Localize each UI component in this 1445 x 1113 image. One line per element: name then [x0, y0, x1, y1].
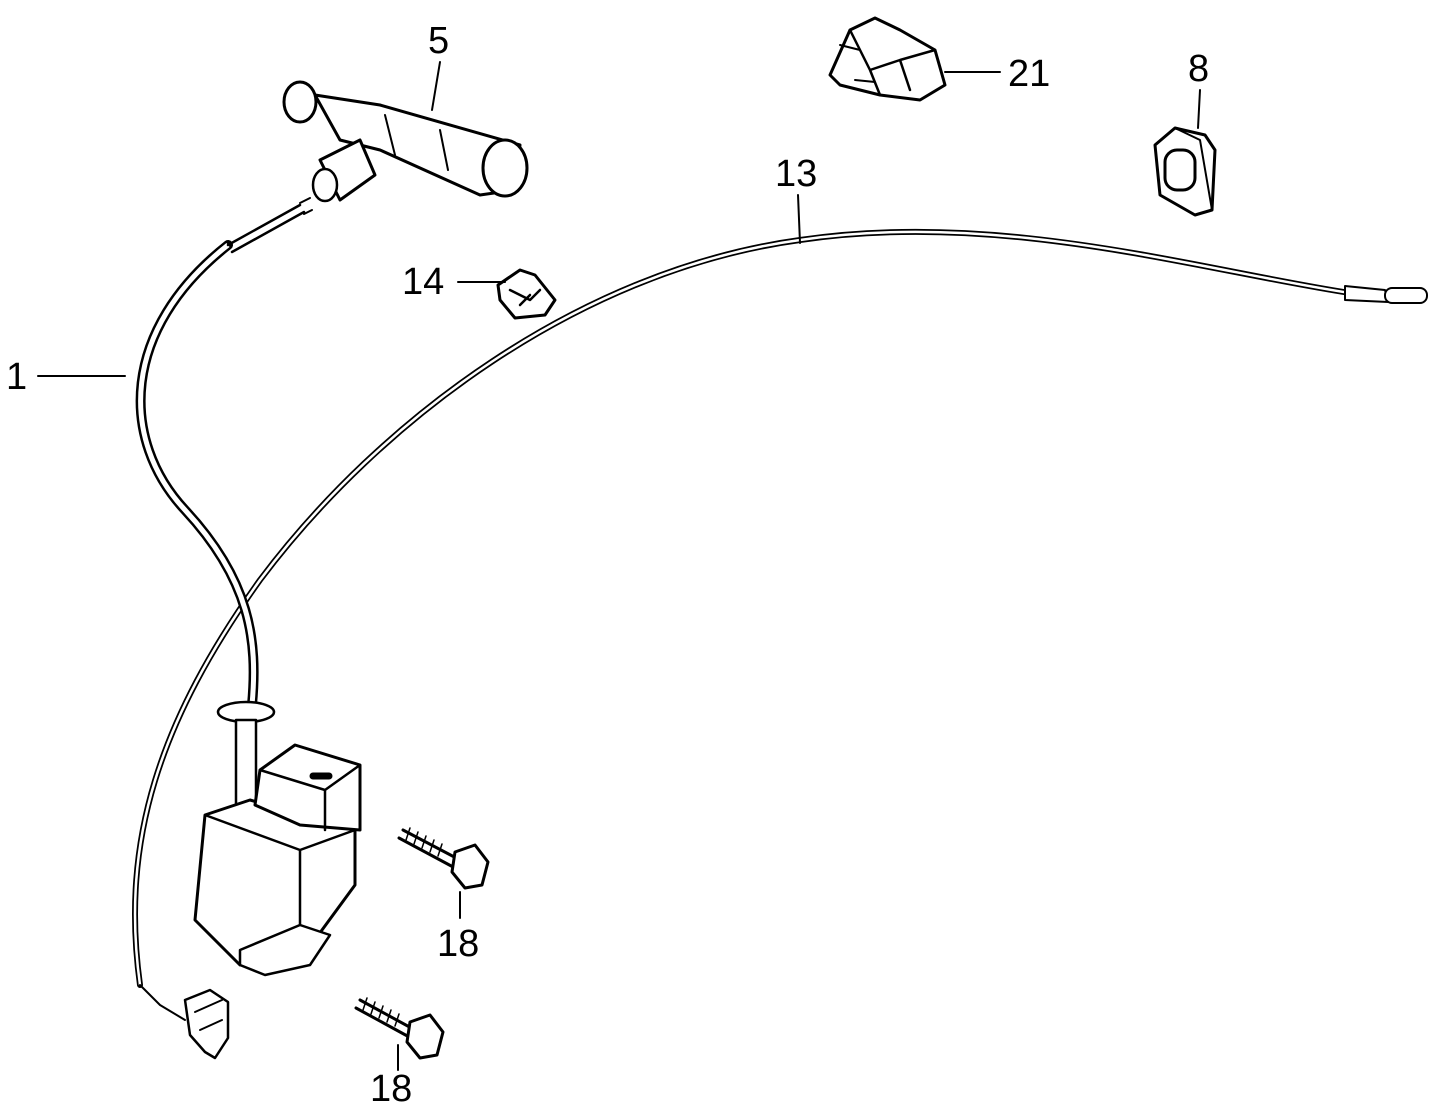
- part-8-cable-holder: [1153, 126, 1217, 217]
- callout-14: 14: [402, 261, 445, 303]
- callout-5: 5: [428, 20, 450, 62]
- callout-1: 1: [6, 356, 28, 398]
- leader-5: [431, 61, 441, 111]
- part-14-clip: [496, 268, 557, 320]
- leader-8: [1197, 89, 1201, 129]
- callout-21: 21: [1008, 53, 1051, 95]
- part-18-bolt-lower: [354, 997, 445, 1060]
- part-5-spark-plug-cap: [282, 80, 529, 203]
- callout-8: 8: [1188, 48, 1210, 90]
- part-1-ignition-coil: [135, 197, 362, 977]
- part-21-clamp: [828, 16, 947, 102]
- part-18-bolt-upper: [397, 827, 490, 890]
- callout-18-lower: 18: [370, 1068, 413, 1110]
- callout-18-upper: 18: [437, 923, 480, 965]
- leader-13: [797, 194, 801, 244]
- part-13-stop-wire: [132, 228, 1428, 1060]
- callout-13: 13: [775, 153, 818, 195]
- leader-lines: [37, 61, 1201, 1071]
